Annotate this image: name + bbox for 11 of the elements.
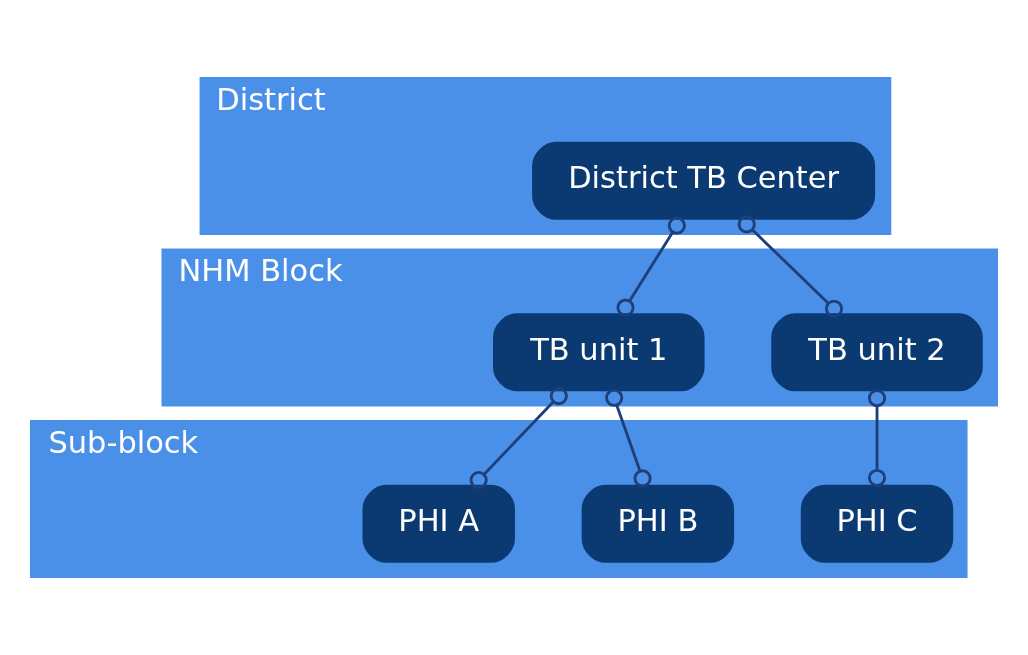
node-box: PHI B [581, 484, 735, 563]
node-box: PHI A [362, 484, 515, 563]
node-box: District TB Center [532, 141, 876, 220]
node-box: PHI C [800, 484, 954, 563]
connector [469, 387, 568, 490]
connector [605, 388, 652, 488]
connector [867, 389, 887, 487]
connector [737, 215, 844, 318]
node-box: TB unit 1 [493, 313, 705, 392]
connector [616, 216, 686, 317]
node-box: TB unit 2 [771, 313, 983, 392]
